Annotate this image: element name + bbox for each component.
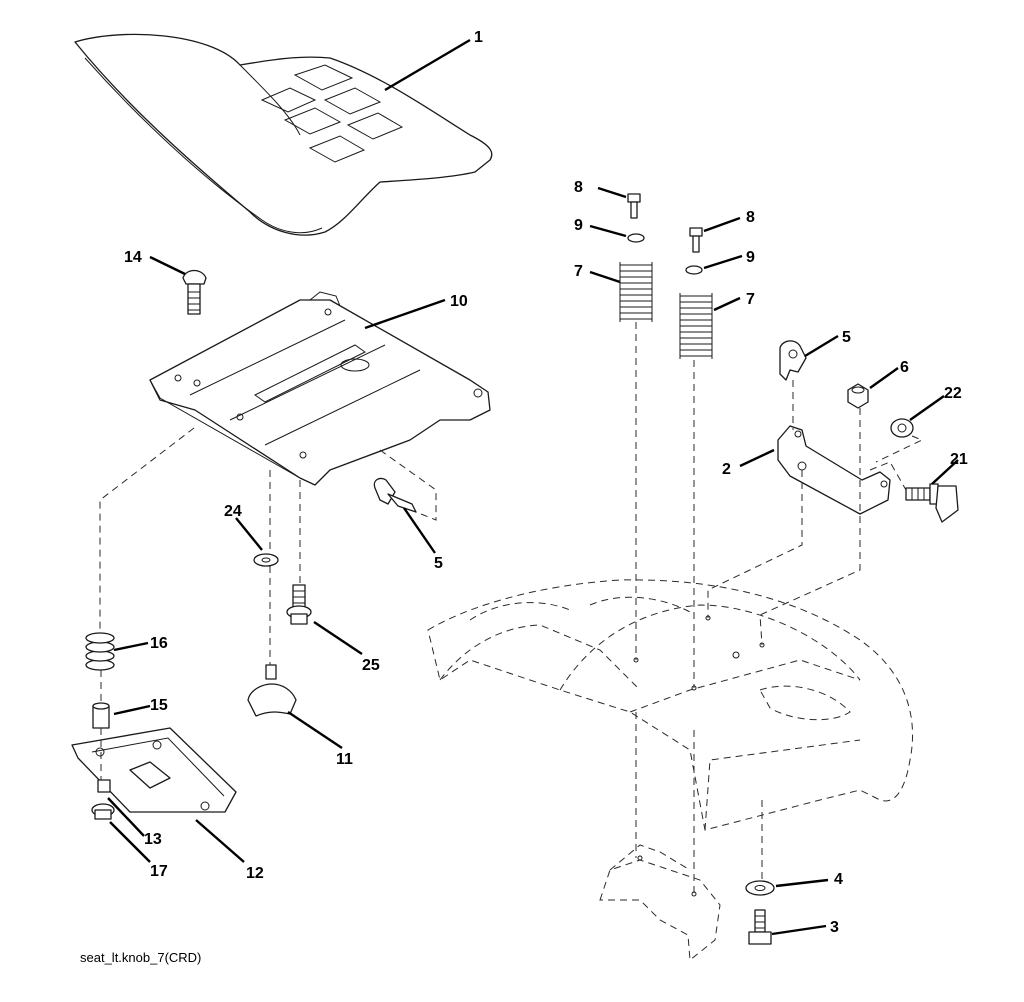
callout-9-right: 9 (746, 249, 755, 266)
callout-13: 13 (144, 831, 162, 848)
callout-2: 2 (722, 461, 731, 478)
adjustment-knob (247, 664, 297, 717)
callout-11: 11 (336, 751, 353, 768)
bolt-8-right (689, 227, 703, 253)
callout-7-right: 7 (746, 291, 755, 308)
tractor-fender (427, 579, 914, 831)
shoulder-bolt-21 (905, 483, 959, 523)
callout-12: 12 (246, 865, 264, 882)
callout-24: 24 (224, 503, 242, 520)
washer-24 (253, 553, 279, 567)
washer-4 (745, 880, 775, 896)
slide-bracket (71, 727, 237, 813)
mounting-bracket (777, 425, 891, 515)
washer-9-left (627, 233, 645, 243)
seat-latch (373, 477, 417, 513)
shoulder-bolt (286, 584, 312, 625)
callout-5-left: 5 (434, 555, 443, 572)
callout-9-left: 9 (574, 217, 583, 234)
callout-8-left: 8 (574, 179, 583, 196)
hex-nut-6 (847, 383, 869, 409)
callout-6: 6 (900, 359, 909, 376)
nut-13 (97, 779, 111, 793)
callout-15: 15 (150, 697, 168, 714)
hex-bolt-3 (748, 909, 772, 945)
spring-7-left (619, 262, 653, 322)
seat (74, 33, 493, 236)
seat-latch-right (779, 340, 807, 381)
bolt-8-left (627, 193, 641, 219)
callout-16: 16 (150, 635, 168, 652)
spring-7-right (679, 293, 713, 359)
carriage-bolt (182, 269, 207, 315)
callout-4: 4 (834, 871, 843, 888)
callout-10: 10 (450, 293, 468, 310)
assembly-lines (99, 322, 924, 894)
callout-labels: 1 14 10 24 5 16 25 15 11 13 12 17 8 9 8 … (124, 29, 968, 936)
frame-bracket (599, 844, 721, 961)
leader-lines (107, 38, 959, 936)
callout-14: 14 (124, 249, 142, 266)
callout-8-right: 8 (746, 209, 755, 226)
callout-1: 1 (474, 29, 483, 46)
callout-17: 17 (150, 863, 168, 880)
callout-21: 21 (950, 451, 968, 468)
callout-25: 25 (362, 657, 380, 674)
figure-caption: seat_lt.knob_7(CRD) (80, 950, 201, 965)
flange-nut-17 (91, 803, 115, 820)
spacer (92, 702, 110, 729)
nut-22 (890, 418, 914, 438)
callout-22: 22 (944, 385, 962, 402)
spring-16 (85, 632, 115, 671)
callout-5-right: 5 (842, 329, 851, 346)
callout-7-left: 7 (574, 263, 583, 280)
seat-pan (149, 291, 491, 486)
washer-9-right (685, 265, 703, 275)
callout-3: 3 (830, 919, 839, 936)
